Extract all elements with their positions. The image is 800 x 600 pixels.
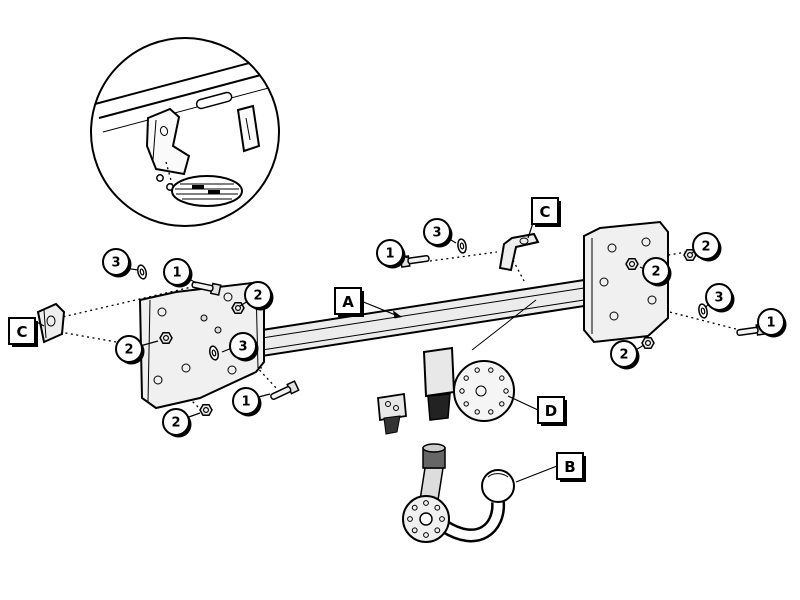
bracket-c-left: [36, 302, 66, 344]
callout-circle-1: 1: [163, 258, 193, 288]
lock-wheel: [402, 495, 450, 543]
nut: [199, 404, 213, 416]
callout-label-c-left: C: [16, 323, 27, 341]
bracket-c-top: [498, 232, 540, 272]
callout-label-b: B: [564, 458, 575, 476]
callout-circle-2: 2: [162, 408, 192, 438]
nut: [641, 337, 655, 349]
callout-circle-2: 2: [610, 340, 640, 370]
bumper-slot: [195, 91, 233, 110]
right-side-plate: [583, 220, 669, 344]
callout-label-a: A: [342, 293, 354, 311]
handle-bracket: [377, 392, 407, 422]
tow-ball-assembly: [402, 443, 515, 543]
left-side-plate: [138, 281, 265, 410]
vehicle-detail-inset: [90, 37, 280, 227]
callout-label-d: D: [545, 402, 557, 420]
callout-circle-3: 3: [102, 248, 132, 278]
callout-circle-3: 3: [229, 332, 259, 362]
callout-circle-1: 1: [376, 239, 406, 269]
nut: [625, 258, 639, 270]
washer: [135, 263, 149, 281]
callout-circle-2: 2: [642, 257, 672, 287]
inset-strap: [236, 104, 261, 153]
callout-box-c-top: C: [531, 197, 561, 227]
callout-number: 3: [111, 256, 120, 271]
callout-box-d: D: [537, 396, 567, 426]
inset-bracket: [145, 107, 191, 176]
callout-number: 1: [172, 266, 181, 281]
callout-box-a: A: [334, 287, 364, 317]
callout-number: 1: [385, 247, 394, 262]
bolt: [268, 380, 300, 403]
callout-number: 2: [253, 289, 262, 304]
flange-plate-d: [453, 360, 515, 422]
callout-number: 1: [766, 316, 775, 331]
callout-circle-1: 1: [757, 308, 787, 338]
callout-circle-3: 3: [423, 218, 453, 248]
callout-number: 2: [701, 240, 710, 255]
washer: [456, 237, 468, 255]
callout-number: 3: [714, 291, 723, 306]
tow-ball: [481, 469, 515, 503]
callout-box-c-left: C: [8, 317, 38, 347]
nut: [159, 332, 173, 344]
callout-number: 2: [171, 416, 180, 431]
callout-label-c-top: C: [539, 203, 550, 221]
inset-grille: [171, 175, 243, 207]
callout-number: 1: [241, 395, 250, 410]
callout-circle-2: 2: [115, 335, 145, 365]
callout-circle-2: 2: [244, 281, 274, 311]
callout-circle-1: 1: [232, 387, 262, 417]
callout-number: 2: [124, 343, 133, 358]
callout-number: 2: [651, 265, 660, 280]
ball-mount-receiver: [377, 346, 456, 435]
callout-number: 2: [619, 348, 628, 363]
callout-circle-2: 2: [692, 232, 722, 262]
callout-number: 3: [432, 226, 441, 241]
callout-box-b: B: [556, 452, 586, 482]
crossbar-beam: [261, 278, 585, 358]
callout-number: 3: [238, 340, 247, 355]
callout-circle-3: 3: [705, 283, 735, 313]
